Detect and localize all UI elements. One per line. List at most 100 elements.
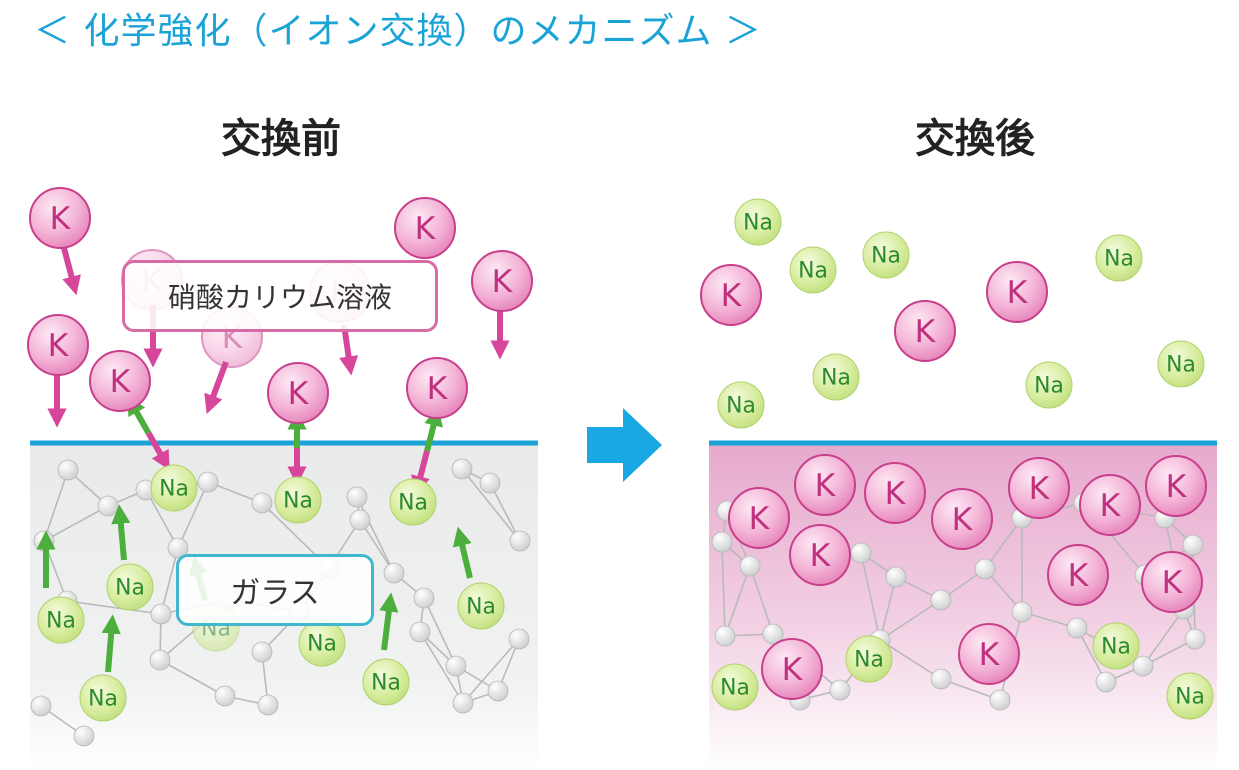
potassium-symbol: K (979, 637, 1001, 673)
sodium-ion: Na (457, 582, 505, 630)
sodium-symbol: Na (88, 686, 118, 711)
sodium-symbol: Na (398, 490, 428, 515)
glass-after-atom (714, 625, 736, 647)
sodium-ion: Na (1166, 672, 1214, 720)
glass-after-atom (711, 531, 733, 553)
potassium-arrow (204, 360, 229, 414)
potassium-ion: K (958, 623, 1020, 685)
potassium-symbol: K (952, 502, 974, 538)
sodium-ion: Na (717, 381, 765, 429)
sodium-ion-circle (362, 658, 410, 706)
sodium-ion-circle (106, 563, 154, 611)
sodium-symbol: Na (720, 675, 750, 700)
sodium-ion-circle (1157, 340, 1205, 388)
sodium-symbol: Na (821, 365, 851, 390)
sodium-arrow (111, 504, 131, 561)
glass-before-atom (445, 655, 467, 677)
sodium-ion: Na (734, 198, 782, 246)
potassium-ion: K (728, 487, 790, 549)
potassium-ion: K (794, 454, 856, 516)
sodium-ion: Na (1092, 622, 1140, 670)
potassium-ion: K (406, 357, 468, 419)
potassium-ion: K (864, 462, 926, 524)
glass-after-atom (1095, 671, 1117, 693)
glass-before-bond (177, 481, 209, 549)
sodium-symbol: Na (743, 210, 773, 235)
page-title: ＜ 化学強化（イオン交換）のメカニズム ＞ (34, 11, 762, 52)
potassium-ion: K (789, 524, 851, 586)
glass-before-atom (251, 641, 273, 663)
glass-before-bond (145, 489, 179, 549)
sodium-symbol: Na (466, 594, 496, 619)
potassium-inflow-arrow (145, 431, 170, 471)
potassium-ion: K (931, 488, 993, 550)
potassium-symbol: K (288, 376, 310, 412)
potassium-ion-circle (1141, 551, 1203, 613)
glass-after-bond (860, 552, 881, 641)
glass-before-atom (509, 530, 531, 552)
potassium-symbol: K (110, 364, 132, 400)
potassium-ion: K (1047, 544, 1109, 606)
glass-before-atom (452, 692, 474, 714)
potassium-ion-circle (471, 250, 533, 312)
sodium-symbol: Na (871, 243, 901, 268)
potassium-ion: K (986, 261, 1048, 323)
glass-after-atom (850, 542, 872, 564)
sodium-ion: Na (79, 674, 127, 722)
glass-after-bond (724, 565, 751, 637)
sodium-ion: Na (1095, 234, 1143, 282)
glass-after-bond (879, 576, 897, 641)
potassium-ion: K (1079, 474, 1141, 536)
sodium-ion-circle (711, 663, 759, 711)
sodium-outflow-arrow (424, 406, 443, 452)
potassium-ion: K (761, 638, 823, 700)
glass-after-atom (739, 555, 761, 577)
potassium-ion-circle (761, 638, 823, 700)
potassium-ion-circle (1079, 474, 1141, 536)
glass-before-bond (359, 519, 395, 574)
glass-after-bond (984, 517, 1023, 570)
glass-after-atom (885, 566, 907, 588)
potassium-ion-circle (89, 350, 151, 412)
sodium-symbol: Na (1104, 246, 1134, 271)
potassium-ion-circle (700, 264, 762, 326)
glass-after-atom (930, 589, 952, 611)
glass-after-bond (879, 639, 942, 680)
glass-before-bond (66, 600, 162, 615)
sodium-ion-circle (1025, 361, 1073, 409)
sodium-ion-circle (389, 478, 437, 526)
sodium-ion-circle (150, 464, 198, 512)
glass-before-bond (356, 496, 395, 574)
glass-after-bond (879, 599, 942, 641)
sodium-ion-circle (845, 635, 893, 683)
potassium-symbol: K (749, 501, 771, 537)
glass-before-atom (149, 649, 171, 671)
potassium-ion-circle (986, 261, 1048, 323)
sodium-symbol: Na (115, 575, 145, 600)
potassium-symbol: K (782, 652, 804, 688)
glass-before-atom (197, 471, 219, 493)
sodium-ion-circle (79, 674, 127, 722)
sodium-ion: Na (845, 635, 893, 683)
sodium-ion: Na (389, 478, 437, 526)
potassium-symbol: K (1029, 471, 1051, 507)
glass-before-atom (409, 621, 431, 643)
potassium-ion: K (894, 300, 956, 362)
glass-before-atom (30, 695, 52, 717)
sodium-ion-circle (862, 231, 910, 279)
potassium-ion-circle (27, 314, 89, 376)
sodium-symbol: Na (307, 631, 337, 656)
potassium-symbol: K (810, 538, 832, 574)
glass-after-bond (940, 678, 1001, 701)
potassium-ion-circle (958, 623, 1020, 685)
potassium-symbol: K (885, 476, 907, 512)
glass-before-atom (451, 458, 473, 480)
heading-before-exchange: 交換前 (221, 116, 341, 162)
potassium-nitrate-solution-label: 硝酸カリウム溶液 (122, 260, 438, 332)
sodium-ion-circle (1092, 622, 1140, 670)
potassium-ion-circle (931, 488, 993, 550)
potassium-symbol: K (721, 278, 743, 314)
potassium-symbol: K (1068, 558, 1090, 594)
sodium-ion: Na (362, 658, 410, 706)
potassium-ion-circle (794, 454, 856, 516)
